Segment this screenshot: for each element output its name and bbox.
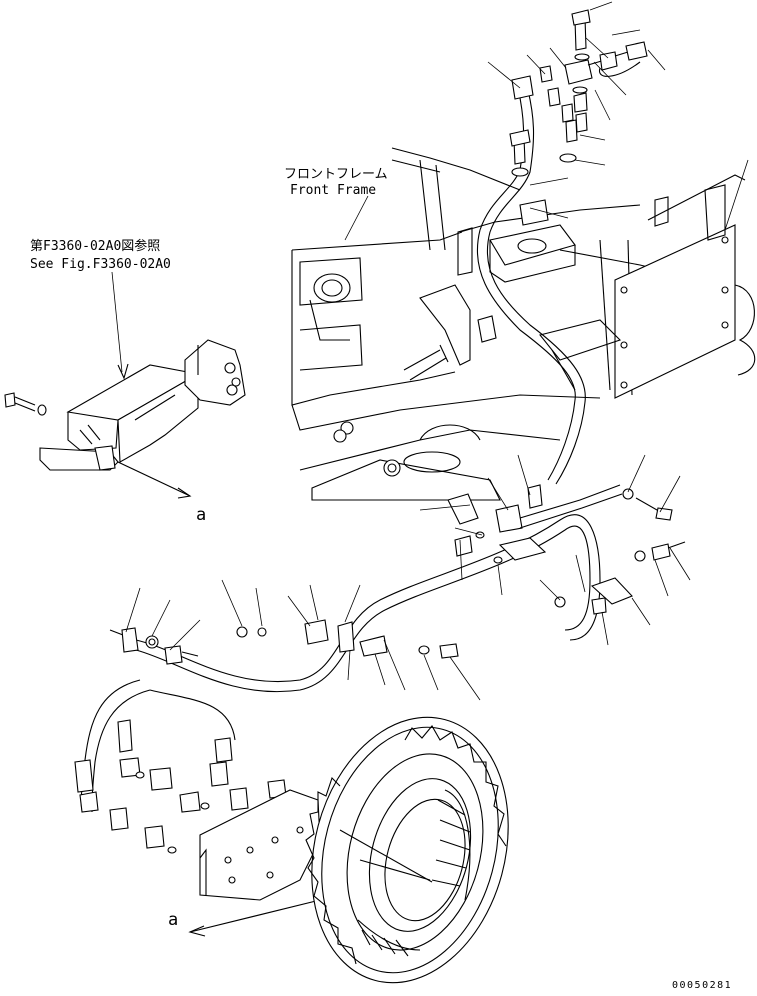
- front-frame: [291, 147, 756, 501]
- front-frame-en-text: Front Frame: [290, 183, 376, 198]
- upper-hose-assembly: [476, 9, 648, 485]
- drawing-number-text: 00050281: [672, 980, 732, 991]
- lower-hose-assembly: a: [74, 679, 321, 937]
- leader-lines-middle: [125, 454, 691, 701]
- ref-a-bottom-text: a: [168, 910, 178, 930]
- front-frame-jp-text: フロントフレーム: [284, 167, 388, 182]
- see-fig-en-text: See Fig.F3360-02A0: [30, 257, 171, 272]
- torque-converter: [305, 716, 509, 984]
- leader-lines-upper: [487, 1, 749, 231]
- cover-bracket: 第F3360-02A0図参照 See Fig.F3360-02A0 a: [4, 238, 246, 525]
- front-frame-label: フロントフレーム Front Frame: [284, 167, 388, 241]
- see-fig-jp-text: 第F3360-02A0図参照: [30, 238, 160, 254]
- ref-a-top-text: a: [196, 505, 206, 525]
- middle-hose-assembly: [109, 484, 686, 693]
